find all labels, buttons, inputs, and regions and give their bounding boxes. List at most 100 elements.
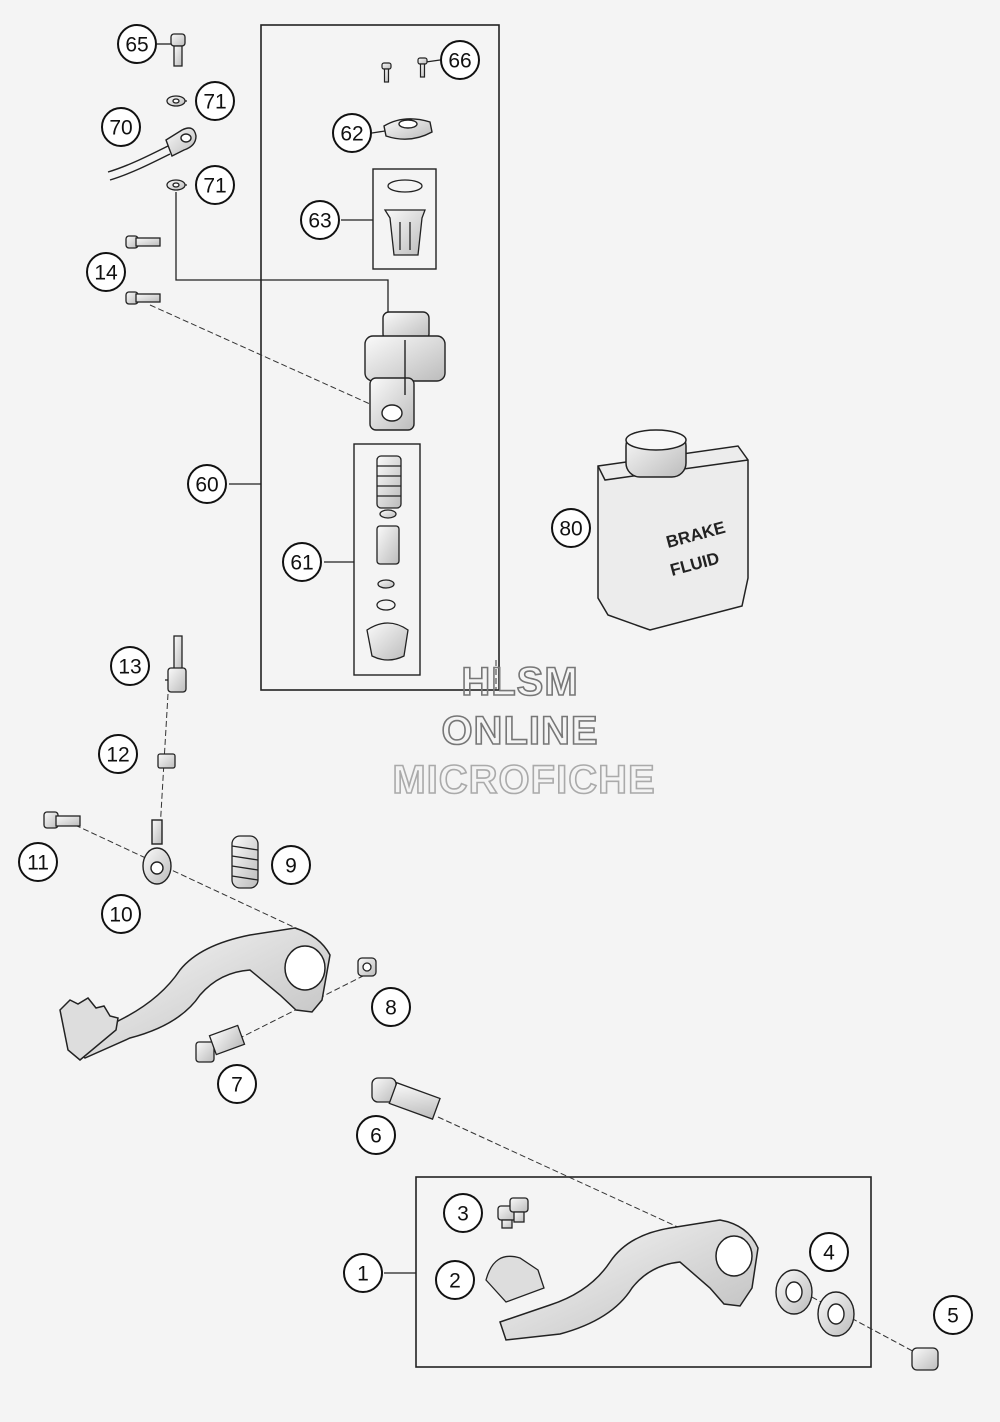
- callout-number: 8: [385, 997, 397, 1020]
- callout-61: 61: [282, 542, 322, 582]
- callout-number: 10: [109, 904, 132, 927]
- callout-5: 5: [933, 1295, 973, 1335]
- callout-circle: [440, 40, 480, 80]
- callout-7: 7: [217, 1064, 257, 1104]
- watermark-line1: HLSM: [461, 660, 578, 704]
- callout-circle: [435, 1260, 475, 1300]
- callout-circle: [443, 1193, 483, 1233]
- callout-number: 6: [370, 1125, 382, 1148]
- callout-circle: [86, 252, 126, 292]
- nut-8-pin-7-drawing: [195, 957, 377, 1063]
- callout-circle: [933, 1295, 973, 1335]
- callout-number: 71: [203, 91, 226, 114]
- callout-number: 70: [109, 117, 132, 140]
- callout-66: 66: [440, 40, 480, 80]
- callout-number: 61: [290, 552, 313, 575]
- callout-number: 9: [285, 855, 297, 878]
- callout-circle: [371, 987, 411, 1027]
- callout-number: 7: [231, 1074, 243, 1097]
- callout-number: 1: [357, 1263, 369, 1286]
- callout-number: 71: [203, 175, 226, 198]
- bearings-4-drawing: [775, 1269, 855, 1337]
- callout-13: 13: [110, 646, 150, 686]
- callout-3: 3: [443, 1193, 483, 1233]
- callout-circle: [809, 1232, 849, 1272]
- pedal-assembly-group-frame: [415, 1176, 872, 1368]
- tip-2-drawing: [485, 1255, 545, 1303]
- callout-number: 2: [449, 1270, 461, 1293]
- callout-circle: [300, 200, 340, 240]
- master-cylinder-body-drawing: [364, 311, 446, 431]
- callout-circle: [195, 81, 235, 121]
- callout-circle: [356, 1115, 396, 1155]
- bolt-6-drawing: [371, 1077, 441, 1120]
- callout-number: 14: [94, 262, 118, 285]
- callout-circle: [101, 107, 141, 147]
- callout-71: 71: [195, 81, 235, 121]
- callout-number: 65: [125, 34, 148, 57]
- pushrod-13-12-drawing: [157, 635, 187, 769]
- bolt-65-drawing: [170, 33, 186, 67]
- callout-circle: [332, 113, 372, 153]
- screws-66-drawing: [381, 57, 428, 83]
- washers-71-drawing: [166, 95, 186, 191]
- callout-number: 62: [340, 123, 363, 146]
- callout-63: 63: [300, 200, 340, 240]
- spring-9-drawing: [231, 835, 259, 889]
- bolt-11-drawing: [43, 811, 81, 829]
- callout-71: 71: [195, 165, 235, 205]
- piston-kit-61-drawing: [366, 455, 409, 661]
- callout-6: 6: [356, 1115, 396, 1155]
- piston-kit-subgroup-frame: [353, 443, 421, 676]
- bolts-14-drawing: [125, 235, 161, 305]
- callout-circle: [195, 165, 235, 205]
- callout-number: 4: [823, 1242, 835, 1265]
- master-cylinder-group-frame: [260, 24, 500, 691]
- watermark-line2: ONLINE: [441, 709, 598, 753]
- callout-number: 63: [308, 210, 331, 233]
- callout-1: 1: [343, 1253, 383, 1293]
- callout-circle: [217, 1064, 257, 1104]
- callout-number: 11: [27, 852, 49, 875]
- callout-number: 3: [457, 1203, 469, 1226]
- reservoir-cap-62-drawing: [383, 118, 433, 140]
- callout-11: 11: [18, 842, 58, 882]
- watermark-line3: MICROFICHE: [392, 758, 655, 802]
- callout-number: 5: [947, 1305, 959, 1328]
- reservoir-subgroup-frame: [372, 168, 437, 270]
- callout-number: 12: [106, 744, 129, 767]
- callout-number: 66: [448, 50, 471, 73]
- callout-circle: [101, 894, 141, 934]
- assembly-lines: [74, 304, 921, 1356]
- callout-circle: [187, 464, 227, 504]
- brake-fluid-80-drawing: BRAKE FLUID: [597, 429, 749, 631]
- brake-pedal-upper-drawing: [59, 927, 331, 1061]
- callout-80: 80: [551, 508, 591, 548]
- callout-60: 60: [187, 464, 227, 504]
- brake-pedal-lower-drawing: [499, 1219, 759, 1341]
- callout-circle: [551, 508, 591, 548]
- callout-circle: [117, 24, 157, 64]
- callout-number: 13: [118, 656, 141, 679]
- callout-12: 12: [98, 734, 138, 774]
- brake-hose-70-drawing: [107, 127, 197, 181]
- callout-4: 4: [809, 1232, 849, 1272]
- callout-8: 8: [371, 987, 411, 1027]
- callout-number: 80: [559, 518, 582, 541]
- callout-circle: [282, 542, 322, 582]
- callout-9: 9: [271, 845, 311, 885]
- callout-number: 60: [195, 474, 218, 497]
- watermark: HLSM ONLINE MICROFICHE: [392, 659, 656, 803]
- callout-circle: [98, 734, 138, 774]
- callout-65: 65: [117, 24, 157, 64]
- callout-circle: [18, 842, 58, 882]
- callout-14: 14: [86, 252, 126, 292]
- callout-62: 62: [332, 113, 372, 153]
- reservoir-63-drawing: [383, 179, 426, 256]
- callout-circle: [110, 646, 150, 686]
- callout-circle: [343, 1253, 383, 1293]
- screws-3-drawing: [497, 1197, 529, 1229]
- clevis-10-drawing: [142, 819, 172, 885]
